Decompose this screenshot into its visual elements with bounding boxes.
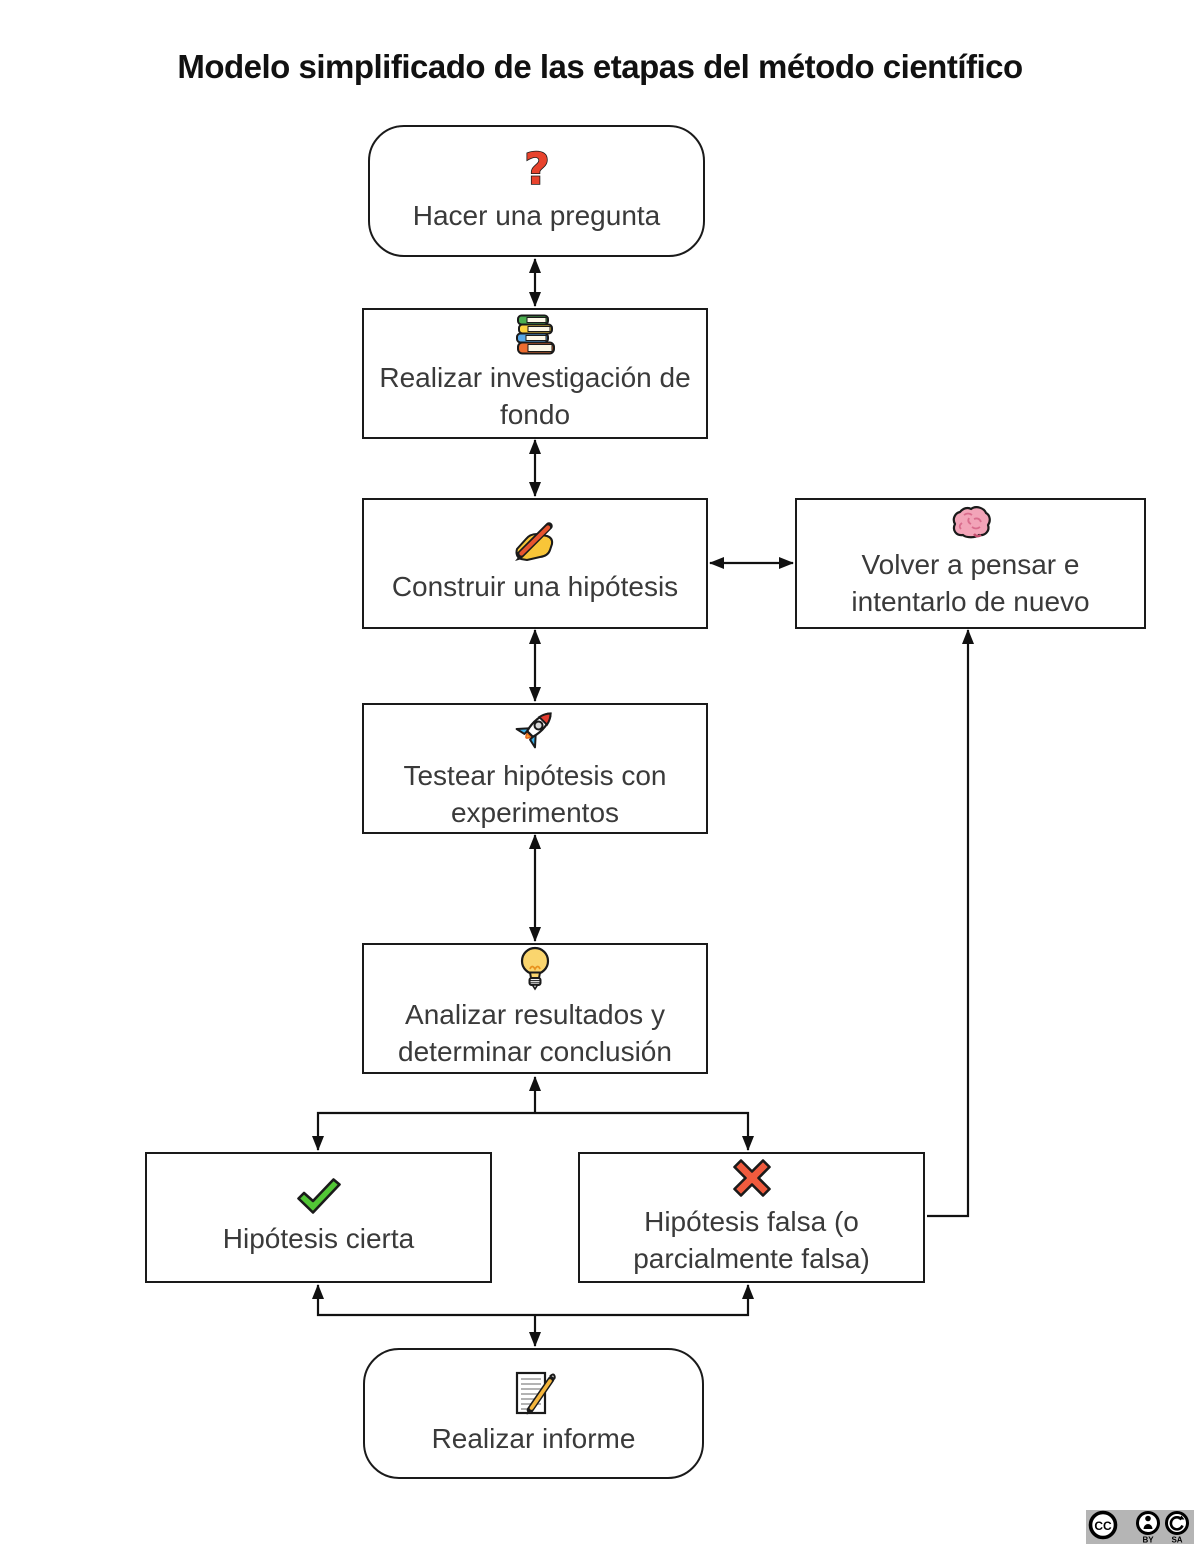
connector-merge-from-false — [535, 1284, 754, 1317]
outcome-false-box: Hipótesis falsa (o parcialmente falsa) — [578, 1152, 925, 1283]
step-label: Realizar informe — [431, 1422, 636, 1454]
step-label: Hacer una pregunta — [412, 200, 661, 232]
memo-icon — [515, 1371, 556, 1415]
question-mark-icon: ? — [523, 147, 550, 193]
svg-text:?: ? — [524, 147, 550, 193]
svg-text:CC: CC — [1094, 1519, 1112, 1533]
svg-text:BY: BY — [1142, 1536, 1154, 1545]
step-label: Hipótesis cierta — [222, 1222, 415, 1254]
step-rethink-box: Volver a pensar e intentarlo de nuevo — [795, 498, 1146, 629]
lightbulb-icon — [520, 946, 550, 991]
cc-by-sa-license-badge: CC BY SA — [1086, 1510, 1194, 1545]
books-icon — [516, 314, 555, 355]
cross-mark-icon — [732, 1159, 771, 1197]
diagram-title: Modelo simplificado de las etapas del mé… — [177, 48, 1023, 85]
connector-false-rethink-feedback — [927, 629, 974, 1218]
svg-text:SA: SA — [1171, 1536, 1182, 1545]
step-label: Volver a pensar e intentarlo de nuevo — [851, 549, 1090, 617]
step-label: Realizar investigación de fondo — [379, 361, 691, 430]
step-report-box: Realizar informe — [363, 1348, 704, 1479]
writing-hand-icon — [515, 521, 554, 561]
step-label: Testear hipótesis con experimentos — [403, 760, 667, 828]
outcome-true-box: Hipótesis cierta — [145, 1152, 492, 1283]
connector-branch-to-false — [535, 1111, 754, 1151]
connector-merge-from-true — [312, 1284, 535, 1317]
step-test-box: Testear hipótesis con experimentos — [362, 703, 708, 834]
brain-icon — [952, 506, 991, 539]
check-mark-icon — [296, 1177, 341, 1214]
rocket-icon — [515, 712, 552, 749]
connector-branch-to-true — [312, 1111, 535, 1151]
step-research-box: Realizar investigación de fondo — [362, 308, 708, 439]
step-analyze-box: Analizar resultados y determinar conclus… — [362, 943, 708, 1074]
step-label: Analizar resultados y determinar conclus… — [398, 999, 672, 1067]
step-ask-question-box: ? Hacer una pregunta — [368, 125, 705, 257]
cc-by-person-icon: BY — [1136, 1511, 1160, 1545]
step-hypothesis-box: Construir una hipótesis — [362, 498, 708, 629]
cc-circle-icon: CC — [1088, 1510, 1118, 1540]
cc-sa-arrow-icon: SA — [1165, 1511, 1189, 1545]
step-label: Construir una hipótesis — [391, 570, 679, 602]
step-label: Hipótesis falsa (o parcialmente falsa) — [633, 1206, 870, 1274]
